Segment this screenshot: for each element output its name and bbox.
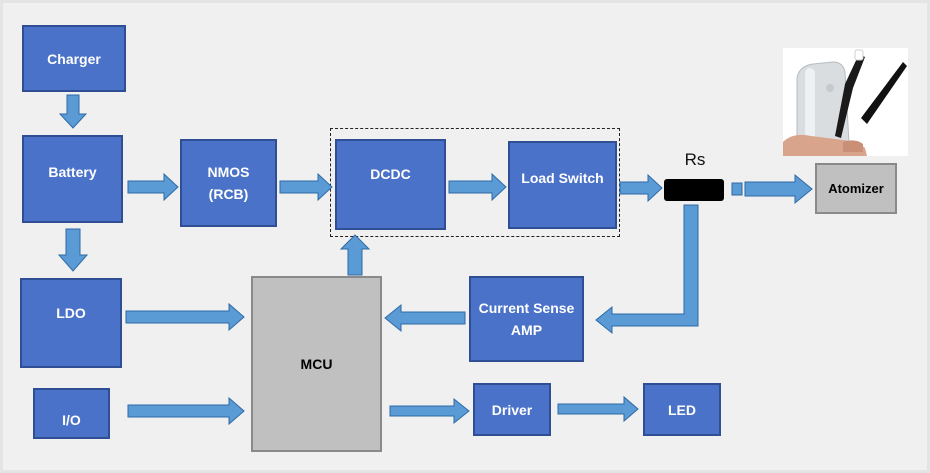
rs-label: Rs: [684, 150, 706, 169]
arrow-rs-to-currentsense: [595, 204, 699, 335]
arrow-mcu-to-dcdc: [339, 234, 371, 276]
current-sense-amp-label: Current Sense AMP: [478, 300, 575, 338]
arrow-mcu-to-driver: [389, 397, 470, 425]
arrow-nmos-to-dcdc: [279, 172, 333, 202]
arrow-loadswitch-to-rs: [619, 173, 663, 203]
nmos-block: NMOS (RCB): [180, 139, 277, 227]
atomizer-block: Atomizer: [815, 163, 897, 214]
current-sense-amp-block: Current Sense AMP: [469, 276, 584, 362]
driver-block: Driver: [473, 383, 551, 436]
atomizer-label: Atomizer: [828, 181, 884, 196]
ldo-label: LDO: [56, 305, 86, 321]
arrow-ldo-to-mcu: [125, 302, 245, 332]
arrow-driver-to-led: [557, 395, 639, 423]
rs-atomizer-connector: [731, 182, 743, 196]
dcdc-label: DCDC: [370, 166, 411, 182]
mcu-label: MCU: [300, 356, 333, 372]
arrow-battery-to-ldo: [57, 228, 89, 272]
io-block: I/O: [33, 388, 110, 439]
io-label: I/O: [62, 412, 81, 428]
arrow-dcdc-to-loadswitch: [448, 172, 507, 202]
arrow-currentsense-to-mcu: [384, 303, 466, 333]
rs-resistor: [664, 179, 724, 201]
battery-block: Battery: [22, 135, 123, 223]
mcu-block: MCU: [251, 276, 382, 452]
arrow-battery-to-nmos: [127, 172, 179, 202]
nmos-label: NMOS (RCB): [207, 164, 250, 202]
charger-block: Charger: [22, 25, 126, 92]
battery-label: Battery: [48, 164, 97, 180]
arrow-charger-to-battery: [58, 94, 88, 129]
arrow-io-to-mcu: [127, 396, 245, 426]
charger-label: Charger: [47, 50, 101, 67]
arrow-rs-to-atomizer: [744, 173, 813, 205]
driver-label: Driver: [491, 401, 533, 418]
dcdc-block: DCDC: [335, 139, 446, 230]
load-switch-block: Load Switch: [508, 141, 617, 229]
ldo-block: LDO: [20, 278, 122, 368]
led-block: LED: [643, 383, 721, 436]
led-label: LED: [668, 401, 696, 418]
product-photo: [783, 48, 908, 156]
load-switch-label: Load Switch: [521, 170, 604, 186]
